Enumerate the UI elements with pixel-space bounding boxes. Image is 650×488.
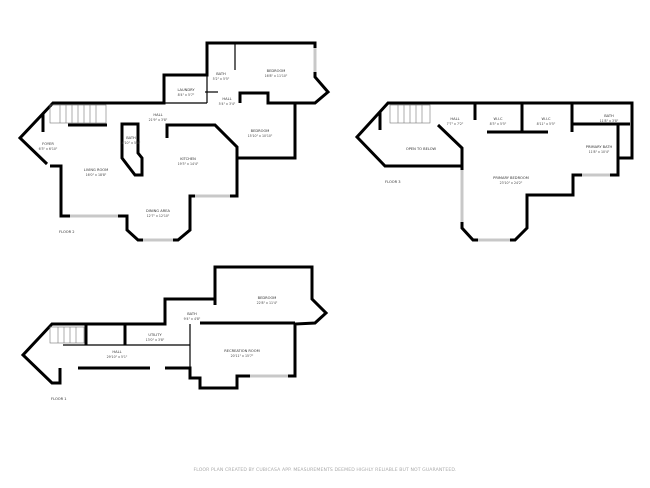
- bath-wall-small: [120, 122, 144, 177]
- room-dims: 8'11" x 5'5": [537, 122, 556, 126]
- room-dims: 7'7" x 7'2": [447, 122, 464, 126]
- footer-disclaimer: FLOOR PLAN CREATED BY CUBICASA APP. MEAS…: [193, 467, 456, 473]
- room-name: BATH: [187, 312, 197, 316]
- room-name: OPEN TO BELOW: [406, 147, 437, 151]
- room-dims: 4'10" x 5'0": [122, 141, 141, 145]
- room-name: W.I.C: [494, 117, 503, 121]
- floor-1-outer-wall: [20, 265, 329, 390]
- room-dims: 21'9" x 3'8": [149, 118, 168, 122]
- room-name: FOYER: [42, 142, 54, 146]
- room-dims: 13'0" x 3'8": [146, 338, 165, 342]
- bedroom-wall: [238, 91, 295, 105]
- room-name: KITCHEN: [180, 157, 196, 161]
- room-name: UTILITY: [148, 333, 162, 337]
- room-dims: 5'4" x 3'4": [219, 102, 236, 106]
- floor-2-plan: [17, 41, 331, 242]
- room-dims: 11'8" x 10'4": [589, 150, 610, 154]
- floor-2-labels: FOYER 6'3" x 6'10" LIVING ROOM 16'0" x 1…: [39, 69, 288, 234]
- floor-label: FLOOR 2: [59, 230, 75, 234]
- room-name: BATH: [126, 136, 136, 140]
- room-dims: 19'3" x 14'4": [178, 162, 199, 166]
- room-dims: 8'4" x 5'7": [178, 93, 195, 97]
- room-name: PRIMARY BATH: [586, 145, 613, 149]
- room-dims: 11'8" x 3'8": [600, 119, 619, 123]
- floor-1-plan: [20, 265, 329, 390]
- room-dims: 15'10" x 10'10": [248, 134, 273, 138]
- room-dims: 5'2" x 5'5": [213, 77, 230, 81]
- room-name: PRIMARY BEDROOM: [493, 176, 529, 180]
- room-dims: 20'11" x 15'7": [231, 354, 254, 358]
- room-dims: 6'3" x 6'10": [39, 147, 58, 151]
- floor-1-stairs: [49, 326, 85, 344]
- floor-label: FLOOR 1: [51, 397, 67, 401]
- room-dims: 29'10" x 5'1": [107, 355, 128, 359]
- room-name: BEDROOM: [258, 296, 277, 300]
- floor-3-plan: [354, 101, 634, 242]
- floor-label: FLOOR 3: [385, 180, 401, 184]
- room-name: HALL: [450, 117, 459, 121]
- room-dims: 12'7" x 12'10": [147, 214, 170, 218]
- room-name: LAUNDRY: [177, 88, 195, 92]
- floor-2-stairs: [49, 104, 107, 124]
- room-name: BEDROOM: [267, 69, 286, 73]
- room-name: HALL: [153, 113, 162, 117]
- room-dims: 16'0" x 18'8": [86, 173, 107, 177]
- room-dims: 22'8" x 11'4": [257, 301, 278, 305]
- floor-3-stairs: [389, 104, 431, 124]
- room-name: BEDROOM: [251, 129, 270, 133]
- room-name: W.I.C: [542, 117, 551, 121]
- room-name: HALL: [112, 350, 121, 354]
- floor-1-labels: HALL 29'10" x 5'1" UTILITY 13'0" x 3'8" …: [51, 296, 278, 401]
- room-name: HALL: [222, 97, 231, 101]
- floor-3-outer-wall: [354, 101, 634, 242]
- floor-3-labels: OPEN TO BELOW HALL 7'7" x 7'2" W.I.C 8'3…: [385, 114, 619, 185]
- room-name: RECREATION ROOM: [224, 349, 259, 353]
- room-name: LIVING ROOM: [84, 168, 108, 172]
- room-dims: 8'3" x 5'5": [490, 122, 507, 126]
- room-name: DINING AREA: [146, 209, 170, 213]
- room-name: BATH: [216, 72, 226, 76]
- kitchen-wall: [165, 123, 239, 158]
- room-dims: 9'4" x 4'8": [184, 317, 201, 321]
- floor-2-outer-wall: [17, 41, 331, 242]
- room-dims: 23'10" x 24'2": [500, 181, 523, 185]
- room-name: BATH: [604, 114, 614, 118]
- room-dims: 16'8" x 11'10": [265, 74, 288, 78]
